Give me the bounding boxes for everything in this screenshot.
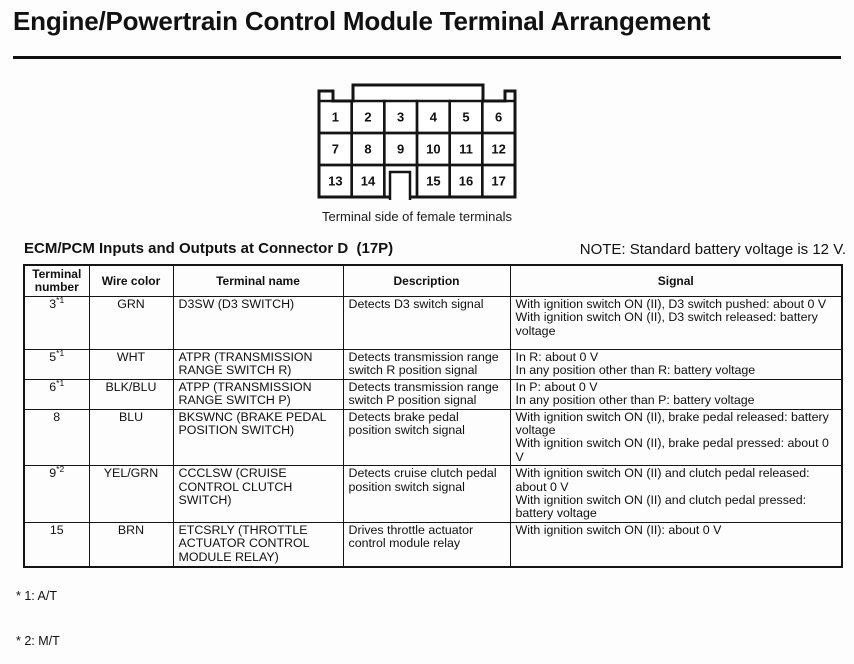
terminal-number-cell: 6*1 xyxy=(23,378,90,410)
terminal-number: 14 xyxy=(361,174,376,189)
terminal-name-cell: ETCSRLY (THROTTLE ACTUATOR CONTROL MODUL… xyxy=(172,521,344,568)
terminal-number: 4 xyxy=(430,110,438,125)
terminal-number: 7 xyxy=(332,142,339,157)
description-cell: Detects transmission range switch R posi… xyxy=(342,349,511,380)
signal-cell: With ignition switch ON (II), D3 switch … xyxy=(509,296,843,350)
column-header: Signal xyxy=(509,264,843,297)
terminal-number: 6 xyxy=(495,110,502,125)
terminal-name-cell: BKSWNC (BRAKE PEDAL POSITION SWITCH) xyxy=(172,408,344,467)
terminal-number-cell: 9*2 xyxy=(23,465,90,523)
wire-color-cell: GRN xyxy=(88,296,174,350)
terminal-number: 11 xyxy=(459,142,473,157)
terminal-number: 12 xyxy=(491,142,505,157)
footnote-mt: * 2: M/T xyxy=(16,634,60,648)
section-heading: ECM/PCM Inputs and Outputs at Connector … xyxy=(24,240,394,257)
terminal-number: 10 xyxy=(426,142,440,157)
description-cell: Drives throttle actuator control module … xyxy=(342,521,511,568)
terminal-number-cell: 15 xyxy=(23,521,90,568)
terminal-number-cell: 3*1 xyxy=(23,296,90,350)
signal-line: With ignition switch ON (II), D3 switch … xyxy=(515,310,818,338)
description-cell: Detects D3 switch signal xyxy=(342,296,511,350)
terminal-number: 13 xyxy=(328,174,342,189)
terminal-name-cell: D3SW (D3 SWITCH) xyxy=(172,296,344,350)
terminal-name-cell: ATPR (TRANSMISSION RANGE SWITCH R) xyxy=(172,349,344,380)
column-header: Terminal number xyxy=(23,264,90,297)
description-cell: Detects cruise clutch pedal position swi… xyxy=(342,465,511,523)
footnote-marker: *1 xyxy=(56,296,65,305)
signal-line: In P: about 0 V xyxy=(515,379,598,394)
terminal-number: 1 xyxy=(332,110,339,125)
signal-cell: With ignition switch ON (II), brake peda… xyxy=(509,408,843,467)
title-rule xyxy=(13,56,841,59)
terminal-number: 9 xyxy=(397,142,404,157)
terminal-number: 3 xyxy=(397,110,404,125)
footnotes: * 1: A/T * 2: M/T xyxy=(16,559,60,664)
terminal-number: 5 xyxy=(462,110,469,125)
terminal-number-cell: 8 xyxy=(23,408,90,467)
description-cell: Detects brake pedal position switch sign… xyxy=(342,408,511,467)
signal-line: With ignition switch ON (II) and clutch … xyxy=(515,466,810,494)
column-header: Wire color xyxy=(88,264,174,297)
column-header: Description xyxy=(342,264,511,297)
wire-color-cell: BRN xyxy=(88,521,174,568)
signal-line: In any position other than R: battery vo… xyxy=(515,363,756,378)
page-title: Engine/Powertrain Control Module Termina… xyxy=(13,6,711,36)
terminal-number: 15 xyxy=(426,174,440,189)
footnote-at: * 1: A/T xyxy=(16,589,57,603)
description-cell: Detects transmission range switch P posi… xyxy=(342,378,511,410)
signal-line: In R: about 0 V xyxy=(515,350,599,364)
terminal-number: 2 xyxy=(364,110,371,125)
wire-color-cell: BLK/BLU xyxy=(88,378,174,410)
signal-line: With ignition switch ON (II): about 0 V xyxy=(515,522,722,537)
terminal-name-cell: ATPP (TRANSMISSION RANGE SWITCH P) xyxy=(172,378,344,410)
battery-voltage-note: NOTE: Standard battery voltage is 12 V. xyxy=(579,241,846,258)
column-header: Terminal name xyxy=(172,264,344,297)
terminal-name-cell: CCCLSW (CRUISE CONTROL CLUTCH SWITCH) xyxy=(172,465,344,523)
wire-color-cell: WHT xyxy=(88,349,174,380)
signal-cell: With ignition switch ON (II): about 0 V xyxy=(509,521,843,568)
wire-color-cell: YEL/GRN xyxy=(88,465,174,523)
terminal-number-cell: 5*1 xyxy=(23,349,90,380)
signal-line: With ignition switch ON (II), brake peda… xyxy=(515,409,829,438)
terminal-number: 17 xyxy=(491,174,505,189)
connector-caption: Terminal side of female terminals xyxy=(321,209,513,224)
signal-line: With ignition switch ON (II), brake peda… xyxy=(515,436,829,464)
signal-line: In any position other than P: battery vo… xyxy=(515,393,755,408)
footnote-marker: *1 xyxy=(56,349,65,358)
signal-line: With ignition switch ON (II), D3 switch … xyxy=(515,297,827,311)
signal-line: With ignition switch ON (II) and clutch … xyxy=(515,493,807,521)
terminal-number: 16 xyxy=(459,174,473,189)
connector-keyway-notch xyxy=(388,170,412,200)
terminal-number: 8 xyxy=(364,142,371,157)
footnote-marker: *1 xyxy=(56,379,65,388)
signal-cell: With ignition switch ON (II) and clutch … xyxy=(509,465,843,523)
terminal-cell-17 xyxy=(481,163,517,199)
wire-color-cell: BLU xyxy=(88,408,174,467)
footnote-marker: *2 xyxy=(56,465,65,475)
